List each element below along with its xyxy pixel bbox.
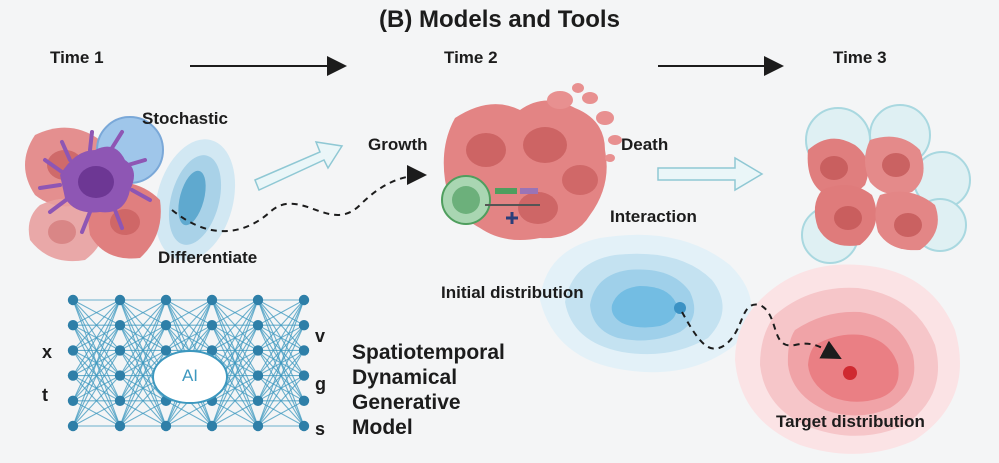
nn-node [252, 294, 264, 306]
nn-edge [72, 299, 121, 326]
nn-edge [165, 299, 213, 326]
nn-edge [257, 299, 305, 326]
nn-edge [257, 299, 305, 376]
nn-edge [119, 299, 167, 351]
transition-arrow-1 [254, 141, 344, 192]
nn-node [298, 294, 310, 306]
nn-edge [119, 299, 167, 376]
nn-edge [72, 299, 121, 376]
nn-edge [211, 375, 259, 427]
differentiate-label: Differentiate [158, 248, 258, 267]
nn-edge [211, 350, 259, 427]
nn-node [160, 420, 172, 432]
time2-label: Time 2 [444, 48, 498, 67]
time2-cell-cluster [441, 83, 622, 241]
nn-edge [257, 400, 305, 427]
time3-cell-cluster [801, 104, 971, 264]
time1-label: Time 1 [50, 48, 104, 67]
nn-node [298, 320, 310, 331]
nn-node [114, 345, 126, 356]
nn-node [67, 420, 79, 432]
nn-edge [211, 400, 259, 427]
nn-node [160, 294, 172, 306]
nn-edge [72, 299, 121, 402]
nn-node [298, 345, 310, 356]
nn-node [252, 345, 264, 356]
nn-node [114, 395, 126, 406]
nn-edge [72, 400, 121, 427]
nn-node [206, 420, 218, 432]
nn-node [67, 345, 79, 356]
time3-label: Time 3 [833, 48, 887, 67]
ai-core-label: AI [181, 366, 199, 385]
model-text-line-3: Generative [352, 391, 461, 414]
differentiate-path-arrow [171, 165, 427, 233]
nn-edge [165, 400, 213, 427]
nn-edge [165, 299, 213, 351]
output-v-label: v [315, 326, 326, 346]
nn-node [67, 294, 79, 306]
initial-distribution-label: Initial distribution [441, 283, 584, 302]
time1-cell-cluster [25, 116, 236, 262]
nn-node [206, 294, 218, 306]
nn-node [160, 320, 172, 331]
output-g-label: g [315, 374, 326, 394]
nn-edge [72, 324, 121, 427]
nn-node [298, 370, 310, 381]
nn-node [298, 395, 310, 406]
target-distribution-label: Target distribution [776, 412, 925, 431]
nn-edge [211, 324, 259, 427]
nn-node [298, 420, 310, 432]
interaction-label: Interaction [610, 207, 697, 226]
nn-node [114, 294, 126, 306]
death-label: Death [621, 135, 669, 154]
model-text-line-4: Model [352, 416, 413, 439]
nn-edge [211, 299, 259, 427]
input-x-label: x [42, 342, 53, 362]
nn-node [67, 370, 79, 381]
nn-node [160, 345, 172, 356]
output-s-label: s [315, 419, 326, 439]
nn-node [206, 345, 218, 356]
target-distribution-density [735, 264, 960, 454]
nn-edge [119, 299, 167, 427]
nn-edge [119, 299, 167, 402]
nn-edge [119, 299, 167, 326]
nn-edge [119, 324, 167, 427]
ai-core-ellipse [152, 350, 228, 404]
nn-node [67, 320, 79, 331]
nn-edge [257, 299, 305, 427]
model-text-line-2: Dynamical [352, 366, 458, 389]
nn-node [114, 420, 126, 432]
nn-node [252, 420, 264, 432]
nn-node [114, 370, 126, 381]
transition-arrow-2 [657, 156, 764, 192]
nn-edge [211, 299, 259, 326]
nn-edge [211, 299, 259, 351]
nn-edge [119, 400, 167, 427]
stochastic-label: Stochastic [142, 109, 228, 128]
nn-edge [257, 299, 305, 402]
nn-edge [257, 299, 305, 351]
nn-edge [257, 375, 305, 427]
nn-node [252, 395, 264, 406]
nn-edge [72, 299, 121, 427]
nn-edge [72, 375, 121, 427]
nn-edge [257, 350, 305, 427]
initial-distribution-density [540, 234, 752, 373]
nn-node [206, 320, 218, 331]
page-title: (B) Models and Tools [379, 6, 620, 33]
nn-node [252, 370, 264, 381]
model-text-line-1: Spatiotemporal [352, 341, 505, 364]
nn-node [114, 320, 126, 331]
transport-path-arrow [681, 303, 842, 359]
growth-label: Growth [368, 135, 428, 154]
nn-node [67, 395, 79, 406]
nn-node [252, 320, 264, 331]
input-t-label: t [42, 385, 48, 405]
nn-edge [72, 299, 121, 351]
nn-edge [257, 324, 305, 427]
nn-edge [72, 350, 121, 427]
